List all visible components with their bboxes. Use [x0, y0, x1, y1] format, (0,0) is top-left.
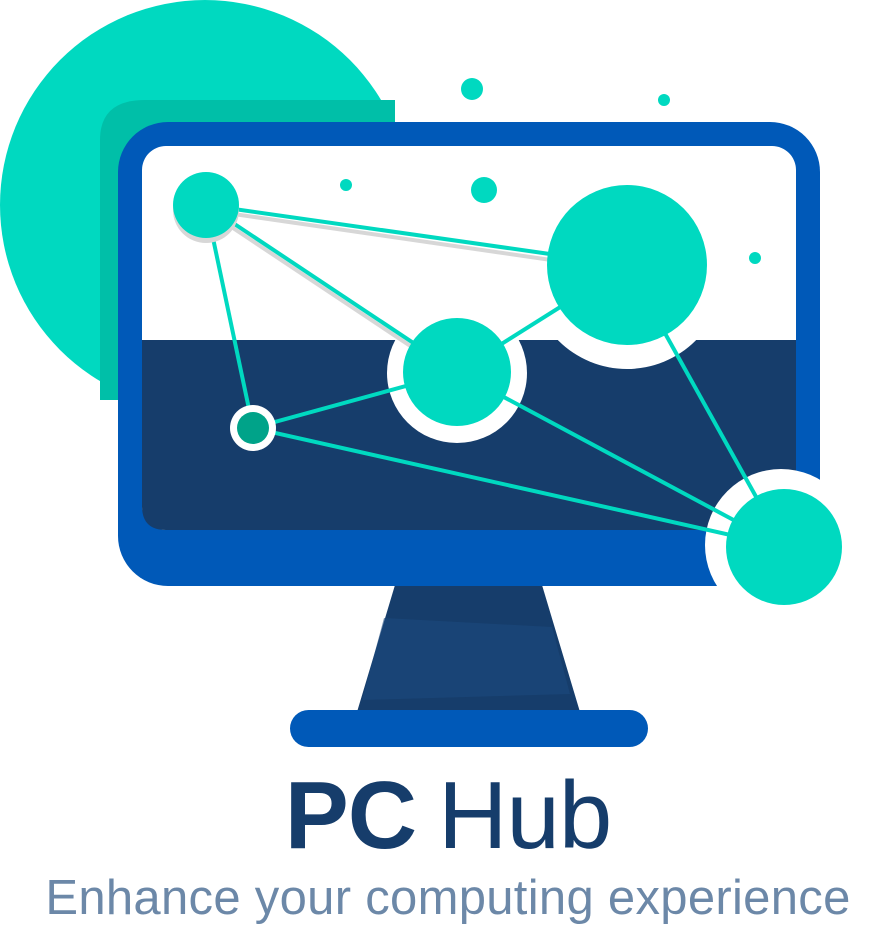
network-node-bottom-right: [726, 489, 842, 605]
computer-monitor-network-icon: [0, 0, 842, 747]
network-node-center: [403, 318, 511, 426]
connection-line: [252, 426, 785, 549]
monitor-base: [290, 710, 648, 747]
connection-line: [456, 370, 785, 549]
brand-name-bold: PC: [284, 762, 417, 869]
monitor-stand-highlight: [362, 618, 570, 700]
connection-line: [204, 204, 255, 429]
floating-dot: [461, 78, 483, 100]
network-node-small: [237, 412, 269, 444]
network-node-large: [547, 185, 707, 345]
brand-name-light: Hub: [438, 762, 612, 869]
floating-dot: [471, 177, 497, 203]
network-node-top-left: [173, 172, 239, 238]
floating-dot: [749, 252, 761, 264]
floating-dot: [658, 94, 670, 106]
floating-dot: [340, 179, 352, 191]
brand-tagline: Enhance your computing experience: [45, 871, 851, 925]
